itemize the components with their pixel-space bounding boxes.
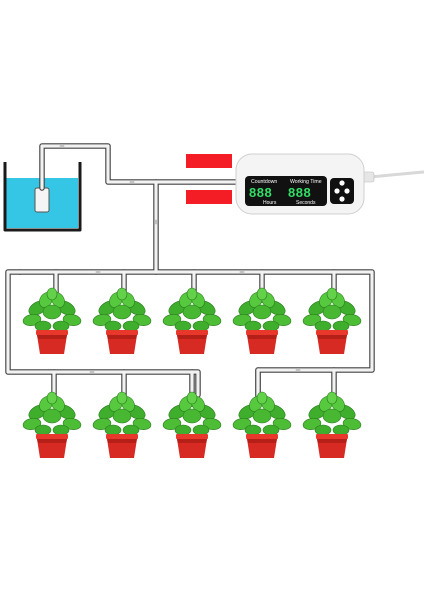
label-hours: Hours bbox=[263, 200, 277, 206]
potted-plant bbox=[231, 287, 293, 355]
label-seconds: Seconds bbox=[296, 200, 316, 206]
label-countdown: Countdown bbox=[251, 179, 277, 185]
potted-plant bbox=[91, 391, 153, 459]
red-marker-bottom bbox=[186, 190, 232, 204]
button-up[interactable] bbox=[339, 180, 345, 186]
button-right[interactable] bbox=[344, 188, 350, 194]
potted-plant bbox=[21, 287, 83, 355]
plant-row-top bbox=[21, 287, 363, 355]
potted-plant bbox=[301, 287, 363, 355]
button-down[interactable] bbox=[339, 196, 345, 202]
digits-left: 888 bbox=[249, 185, 272, 200]
label-working-time: Working Time bbox=[290, 179, 322, 185]
potted-plant bbox=[91, 287, 153, 355]
pipes bbox=[5, 143, 375, 407]
red-marker-top bbox=[186, 154, 232, 168]
potted-plant bbox=[161, 287, 223, 355]
digits-right: 888 bbox=[288, 185, 311, 200]
potted-plant bbox=[21, 391, 83, 459]
potted-plant bbox=[161, 391, 223, 459]
button-left[interactable] bbox=[334, 188, 340, 194]
potted-plant bbox=[231, 391, 293, 459]
pump bbox=[34, 187, 50, 213]
plant-row-bottom bbox=[21, 391, 363, 459]
controller-screen bbox=[245, 176, 327, 206]
timer-controller: Countdown Working Time 888 888 Hours Sec… bbox=[235, 153, 365, 215]
potted-plant bbox=[301, 391, 363, 459]
